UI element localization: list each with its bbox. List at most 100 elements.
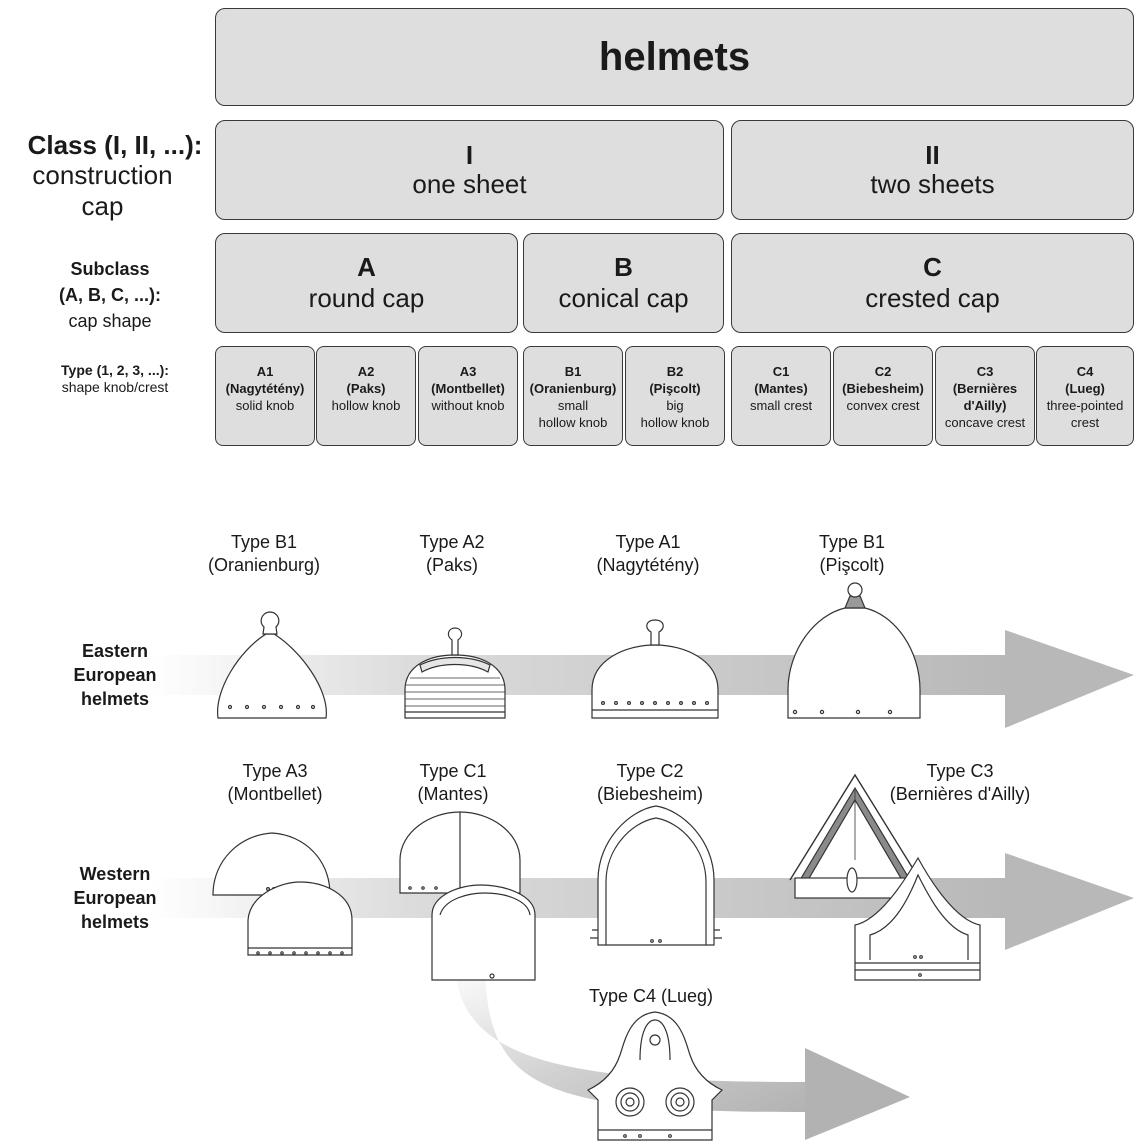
type-box-a2: A2 (Paks) hollow knob bbox=[316, 346, 416, 446]
helmet-a2-paks bbox=[404, 627, 506, 719]
helmet-c3-bernieres bbox=[789, 773, 981, 981]
type-site: (Montbellet) bbox=[431, 381, 505, 396]
class-label-line1: construction bbox=[32, 160, 173, 190]
subclass-label: Subclass (A, B, C, ...): cap shape bbox=[30, 256, 190, 334]
type-code: A3 bbox=[459, 364, 477, 379]
caption-line: Type B1 bbox=[230, 532, 298, 552]
title-box: helmets bbox=[215, 8, 1134, 106]
class-label-heading: Class (I, II, ...): bbox=[27, 130, 203, 160]
subclass-code: B bbox=[614, 252, 633, 282]
type-site: (Oranienburg) bbox=[529, 381, 617, 396]
caption-line: Type C1 bbox=[419, 761, 487, 781]
type-desc: hollow knob bbox=[538, 415, 608, 430]
caption-b1-oranienburg: Type B1 (Oranienburg) bbox=[164, 531, 364, 577]
helmet-b1-oranienburg bbox=[217, 611, 327, 719]
type-code: A1 bbox=[256, 364, 274, 379]
type-site: (Bernières bbox=[952, 381, 1018, 396]
western-line3: helmets bbox=[80, 912, 150, 932]
helmet-b1-piscolt bbox=[787, 582, 921, 719]
type-box-a1: A1 (Nagytétény) solid knob bbox=[215, 346, 315, 446]
caption-line: (Mantes) bbox=[417, 784, 489, 804]
subclass-box-b: B conical cap bbox=[523, 233, 724, 333]
type-desc: big bbox=[666, 398, 684, 413]
caption-line: (Bernières d'Ailly) bbox=[889, 784, 1031, 804]
caption-line: (Montbellet) bbox=[227, 784, 323, 804]
caption-c4-lueg: Type C4 (Lueg) bbox=[551, 985, 751, 1008]
type-label-line2: shape knob/crest bbox=[61, 379, 169, 395]
helmet-a1-nagytetény bbox=[591, 619, 719, 719]
class-name: one sheet bbox=[412, 169, 527, 199]
caption-line: Type C3 bbox=[926, 761, 994, 781]
subclass-label-line1: Subclass bbox=[70, 259, 150, 279]
subclass-name: round cap bbox=[308, 283, 425, 313]
caption-line: (Paks) bbox=[425, 555, 478, 575]
eastern-line1: Eastern bbox=[81, 641, 149, 661]
caption-a3-montbellet: Type A3 (Montbellet) bbox=[175, 760, 375, 806]
type-desc: convex crest bbox=[846, 398, 920, 413]
type-desc: three-pointed bbox=[1046, 398, 1124, 413]
subclass-label-line3: cap shape bbox=[68, 311, 152, 331]
type-desc: small bbox=[557, 398, 589, 413]
type-desc: small crest bbox=[749, 398, 813, 413]
caption-line: Type C4 (Lueg) bbox=[588, 986, 714, 1006]
type-site: (Mantes) bbox=[754, 381, 808, 396]
class-code: II bbox=[925, 140, 940, 170]
type-box-c1: C1 (Mantes) small crest bbox=[731, 346, 831, 446]
type-code: C4 bbox=[1076, 364, 1094, 379]
type-desc: solid knob bbox=[235, 398, 295, 413]
western-row-label: Western European helmets bbox=[55, 862, 175, 934]
helmet-a3-montbellet bbox=[212, 832, 353, 956]
curved-arrow bbox=[455, 960, 910, 1140]
subclass-code: A bbox=[357, 252, 376, 282]
caption-line: (Nagytétény) bbox=[596, 555, 700, 575]
type-site: (Nagytétény) bbox=[225, 381, 305, 396]
helmet-c1-mantes bbox=[399, 811, 536, 981]
helmet-c2-biebesheim bbox=[590, 805, 722, 946]
subclass-name: crested cap bbox=[865, 283, 1000, 313]
caption-c3-bernieres: Type C3 (Bernières d'Ailly) bbox=[860, 760, 1060, 806]
type-label: Type (1, 2, 3, ...): shape knob/crest bbox=[40, 362, 190, 396]
type-site: (Paks) bbox=[346, 381, 386, 396]
caption-b1-piscolt: Type B1 (Pişcolt) bbox=[752, 531, 952, 577]
eastern-row-label: Eastern European helmets bbox=[55, 639, 175, 711]
eastern-line2: European bbox=[73, 665, 157, 685]
caption-c1-mantes: Type C1 (Mantes) bbox=[353, 760, 553, 806]
type-site: (Pişcolt) bbox=[649, 381, 701, 396]
subclass-code: C bbox=[923, 252, 942, 282]
subclass-name: conical cap bbox=[558, 283, 689, 313]
type-box-c3: C3 (Bernières d'Ailly) concave crest bbox=[935, 346, 1035, 446]
class-code: I bbox=[465, 140, 474, 170]
caption-line: (Pişcolt) bbox=[819, 555, 885, 575]
type-code: B1 bbox=[564, 364, 582, 379]
type-box-b2: B2 (Pişcolt) big hollow knob bbox=[625, 346, 725, 446]
type-desc: hollow knob bbox=[331, 398, 401, 413]
type-desc: without knob bbox=[431, 398, 505, 413]
class-name: two sheets bbox=[870, 169, 995, 199]
type-code: B2 bbox=[666, 364, 684, 379]
caption-line: Type A2 bbox=[419, 532, 485, 552]
western-line2: European bbox=[73, 888, 157, 908]
subclass-box-a: A round cap bbox=[215, 233, 518, 333]
subclass-box-c: C crested cap bbox=[731, 233, 1134, 333]
helmet-c4-lueg bbox=[586, 1011, 724, 1141]
type-desc: hollow knob bbox=[640, 415, 710, 430]
type-code: C2 bbox=[874, 364, 892, 379]
type-code: C1 bbox=[772, 364, 790, 379]
type-box-b1: B1 (Oranienburg) small hollow knob bbox=[523, 346, 623, 446]
type-code: C3 bbox=[976, 364, 994, 379]
type-code: A2 bbox=[357, 364, 375, 379]
type-site: (Biebesheim) bbox=[842, 381, 924, 396]
caption-c2-biebesheim: Type C2 (Biebesheim) bbox=[550, 760, 750, 806]
type-box-c2: C2 (Biebesheim) convex crest bbox=[833, 346, 933, 446]
caption-line: Type A3 bbox=[242, 761, 308, 781]
caption-line: Type C2 bbox=[616, 761, 684, 781]
type-site: (Lueg) bbox=[1065, 381, 1105, 396]
type-desc: crest bbox=[1070, 415, 1100, 430]
caption-line: (Biebesheim) bbox=[596, 784, 704, 804]
type-desc: concave crest bbox=[944, 415, 1026, 430]
type-box-c4: C4 (Lueg) three-pointed crest bbox=[1036, 346, 1134, 446]
caption-a1-nagytetény: Type A1 (Nagytétény) bbox=[548, 531, 748, 577]
subclass-label-line2: (A, B, C, ...): bbox=[59, 285, 161, 305]
class-label: Class (I, II, ...): construction cap bbox=[0, 130, 230, 222]
